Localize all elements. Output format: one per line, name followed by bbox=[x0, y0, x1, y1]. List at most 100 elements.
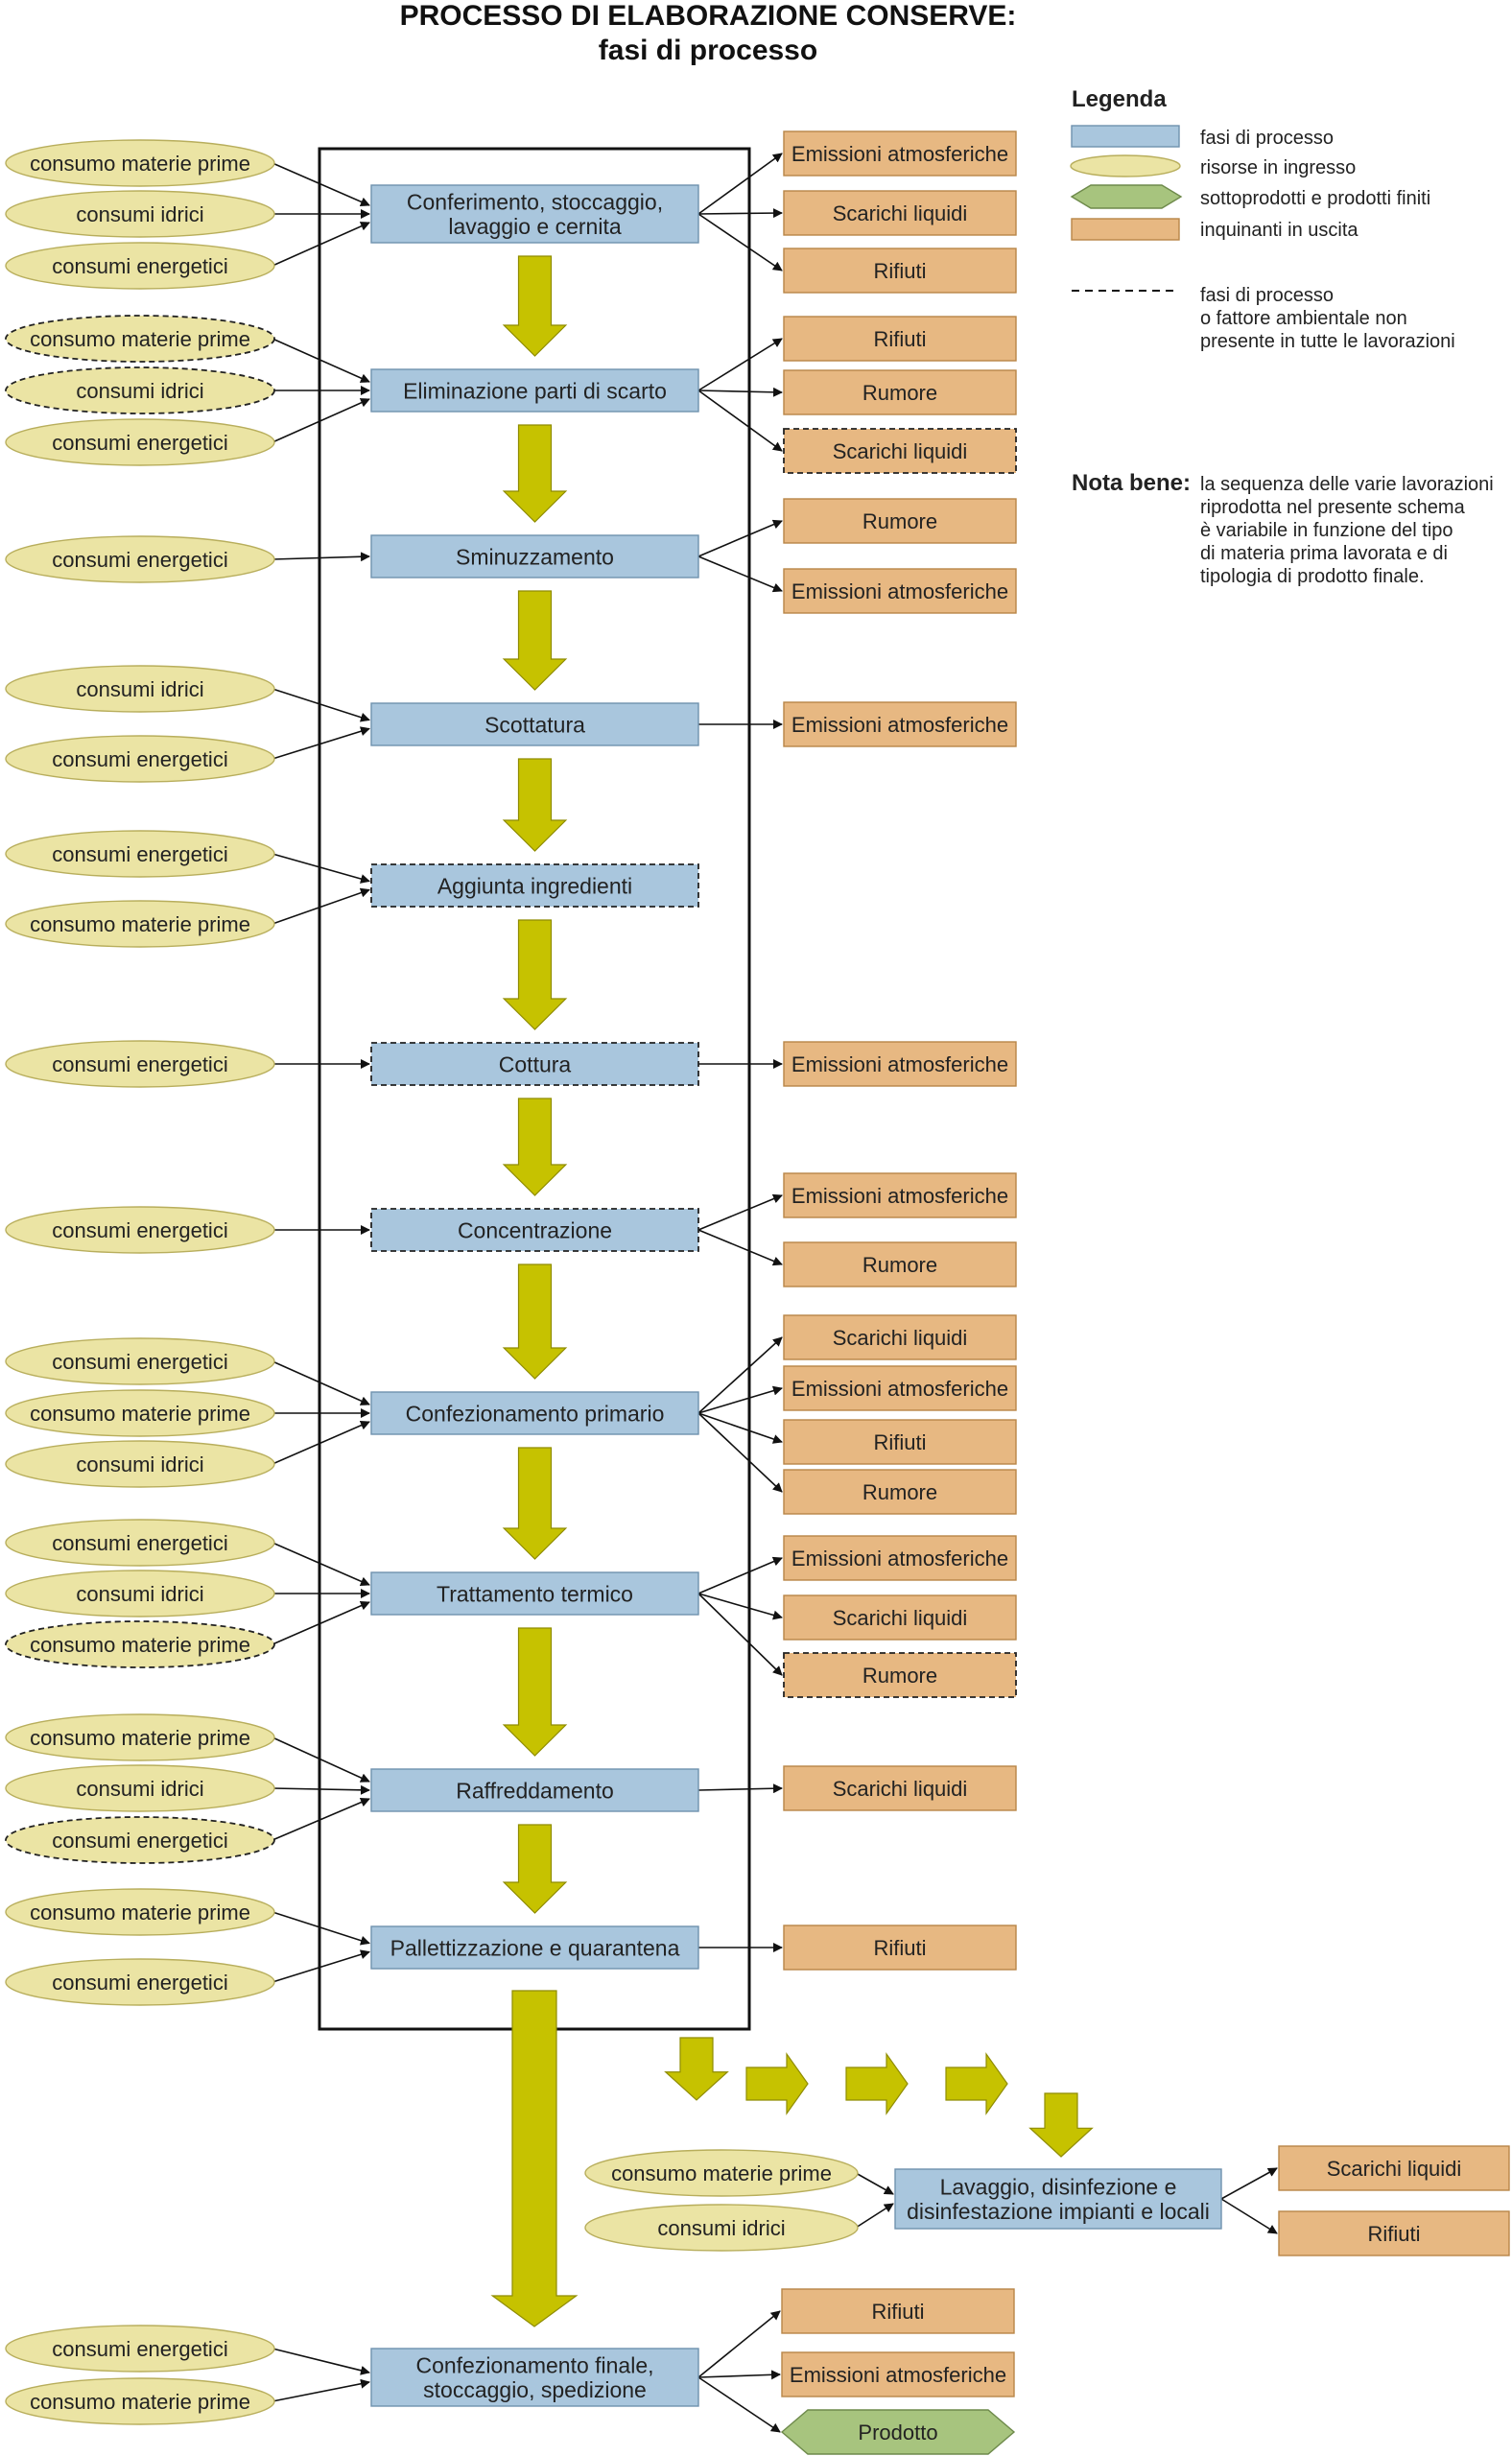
output-pollutant-label: Emissioni atmosferiche bbox=[790, 2363, 1006, 2387]
output-pollutant-box bbox=[783, 130, 1017, 177]
output-connector-arrow bbox=[697, 1229, 783, 1266]
input-resource-ellipse bbox=[5, 830, 275, 878]
input-resource-label: consumo materie prime bbox=[30, 912, 250, 936]
process-phase-label: Eliminazione parti di scarto bbox=[403, 378, 667, 403]
output-connector-arrow bbox=[697, 1385, 783, 1414]
output-pollutant-label: Rumore bbox=[862, 1480, 937, 1504]
output-pollutant-label: Rumore bbox=[862, 509, 937, 533]
process-phase-box bbox=[370, 534, 699, 579]
output-pollutant-box bbox=[783, 1535, 1017, 1581]
output-pollutant-box bbox=[1278, 2210, 1510, 2256]
diagram-title-line2: fasi di processo bbox=[599, 35, 817, 66]
legend-item-label: inquinanti in uscita bbox=[1200, 220, 1358, 241]
input-resource-ellipse bbox=[5, 2325, 275, 2373]
cleaning-phase-box bbox=[894, 2168, 1222, 2230]
input-resource-ellipse bbox=[5, 139, 275, 187]
flow-arrow-down bbox=[502, 1263, 568, 1380]
output-connector-arrow bbox=[697, 1336, 783, 1414]
flow-arrow-down bbox=[502, 424, 568, 523]
cleaning-phase-label: disinfestazione impianti e locali bbox=[907, 2199, 1210, 2224]
input-resource-ellipse bbox=[5, 190, 275, 238]
input-resource-label: consumi energetici bbox=[52, 1218, 227, 1242]
process-phase-label: Concentrazione bbox=[458, 1217, 612, 1242]
final-phase-label: Confezionamento finale, bbox=[415, 2352, 653, 2377]
output-pollutant-box bbox=[783, 1172, 1017, 1218]
legend-dashed-label: presente in tutte le lavorazioni bbox=[1200, 331, 1455, 352]
input-resource-label: consumi energetici bbox=[52, 1350, 227, 1374]
input-resource-label: consumi energetici bbox=[52, 1052, 227, 1076]
input-resource-label: consumo materie prime bbox=[30, 1633, 250, 1657]
process-phase-box bbox=[370, 863, 699, 908]
input-resource-label: consumo materie prime bbox=[30, 2390, 250, 2414]
output-pollutant-label: Emissioni atmosferiche bbox=[791, 1377, 1008, 1401]
input-resource-ellipse bbox=[5, 665, 275, 713]
input-resource-ellipse bbox=[5, 242, 275, 290]
output-pollutant-label: Emissioni atmosferiche bbox=[791, 579, 1008, 603]
process-phase-label: Aggiunta ingredienti bbox=[437, 873, 632, 898]
output-pollutant-box bbox=[783, 316, 1017, 362]
diagram-title-line1: PROCESSO DI ELABORAZIONE CONSERVE: bbox=[400, 0, 1017, 32]
output-pollutant-box bbox=[783, 248, 1017, 294]
output-pollutant-box bbox=[783, 498, 1017, 544]
output-connector-arrow bbox=[697, 1593, 783, 1676]
legend-dashed-label: o fattore ambientale non bbox=[1200, 308, 1407, 329]
flow-arrow-down bbox=[1028, 2092, 1094, 2158]
process-phase-box bbox=[370, 1925, 699, 1970]
output-pollutant-label: Emissioni atmosferiche bbox=[791, 1547, 1008, 1570]
output-pollutant-label: Emissioni atmosferiche bbox=[791, 1052, 1008, 1076]
flow-arrow-down bbox=[502, 590, 568, 691]
output-pollutant-box bbox=[783, 701, 1017, 747]
note-text: è variabile in funzione del tipo bbox=[1200, 520, 1453, 541]
input-resource-label: consumi energetici bbox=[52, 2337, 227, 2361]
input-resource-ellipse bbox=[5, 535, 275, 583]
final-phase-box bbox=[370, 2348, 699, 2407]
input-resource-label: consumi energetici bbox=[52, 1829, 227, 1853]
output-pollutant-label: Emissioni atmosferiche bbox=[791, 142, 1008, 166]
output-connector-arrow bbox=[697, 1193, 783, 1231]
process-phase-box bbox=[370, 1391, 699, 1435]
output-pollutant-label: Rifiuti bbox=[1367, 2222, 1420, 2246]
output-pollutant-box bbox=[783, 1765, 1017, 1811]
input-resource-label: consumi idrici bbox=[657, 2216, 785, 2240]
input-resource-label: consumi energetici bbox=[52, 1971, 227, 1995]
process-phase-label: Confezionamento primario bbox=[406, 1401, 665, 1426]
input-connector-arrow bbox=[272, 2378, 370, 2402]
flow-arrow-right bbox=[945, 2052, 1008, 2115]
flow-arrow-down bbox=[502, 1098, 568, 1196]
legend-item-label: fasi di processo bbox=[1200, 128, 1334, 149]
note-text: tipologia di prodotto finale. bbox=[1200, 566, 1425, 587]
shape-layer bbox=[5, 125, 1510, 2455]
output-pollutant-label: Rumore bbox=[862, 381, 937, 405]
input-resource-label: consumi idrici bbox=[76, 202, 203, 226]
cleaning-phase-label: Lavaggio, disinfezione e bbox=[940, 2174, 1177, 2199]
input-resource-label: consumi energetici bbox=[52, 1531, 227, 1555]
text-layer: PROCESSO DI ELABORAZIONE CONSERVE: fasi … bbox=[30, 0, 1494, 2444]
input-resource-ellipse bbox=[5, 1040, 275, 1088]
input-resource-label: consumo materie prime bbox=[30, 1402, 250, 1426]
input-resource-label: consumi energetici bbox=[52, 548, 227, 572]
output-pollutant-box bbox=[783, 1652, 1017, 1698]
output-pollutant-label: Emissioni atmosferiche bbox=[791, 1184, 1008, 1208]
process-phase-label: lavaggio e cernita bbox=[448, 214, 621, 239]
output-pollutant-label: Rifiuti bbox=[873, 1430, 926, 1454]
input-resource-ellipse bbox=[5, 1713, 275, 1761]
note-text: di materia prima lavorata e di bbox=[1200, 543, 1448, 564]
final-product-hexagon bbox=[780, 2409, 1016, 2455]
note-text: riprodotta nel presente schema bbox=[1200, 497, 1466, 518]
process-phase-label: Trattamento termico bbox=[437, 1581, 633, 1606]
output-connector-arrow bbox=[1220, 2198, 1278, 2234]
process-phase-box bbox=[370, 1208, 699, 1252]
input-resource-ellipse bbox=[5, 1816, 275, 1864]
output-pollutant-label: Scarichi liquidi bbox=[833, 1326, 968, 1350]
output-connector-arrow bbox=[697, 1783, 783, 1794]
flow-arrow-down bbox=[502, 758, 568, 852]
input-resource-label: consumo materie prime bbox=[30, 152, 250, 176]
output-pollutant-box bbox=[783, 1365, 1017, 1411]
output-connector-arrow bbox=[697, 555, 783, 593]
output-pollutant-box bbox=[783, 369, 1017, 415]
input-resource-ellipse bbox=[5, 1337, 275, 1385]
output-pollutant-label: Rifiuti bbox=[873, 259, 926, 283]
process-phase-box bbox=[370, 368, 699, 413]
input-resource-label: consumi energetici bbox=[52, 254, 227, 278]
